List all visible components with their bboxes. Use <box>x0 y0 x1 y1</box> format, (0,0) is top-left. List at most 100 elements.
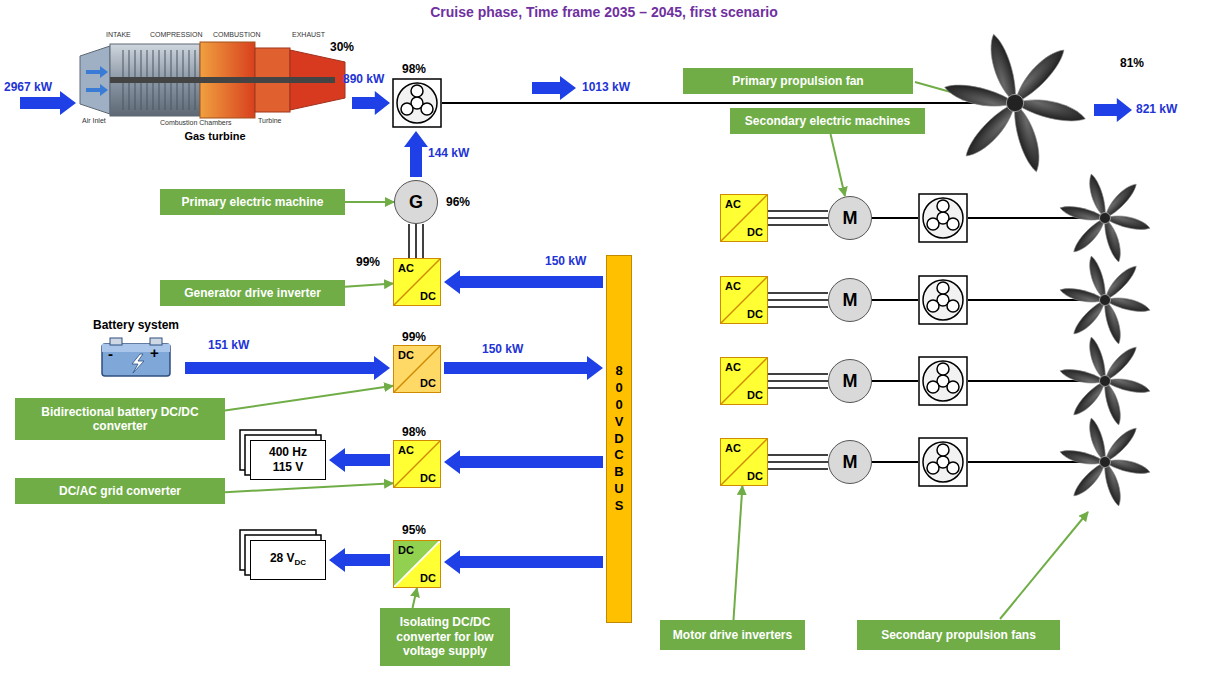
callout-box: Secondary propulsion fans <box>857 620 1060 650</box>
port-label: DC <box>420 472 436 484</box>
fan <box>1059 336 1152 427</box>
power-arrow <box>532 76 576 100</box>
battery-bolt <box>132 354 144 373</box>
fan <box>1059 173 1152 264</box>
machine-letter: M <box>843 452 858 473</box>
leader-arrow <box>831 134 845 196</box>
node-text: Bidirectional battery DC/DC converter <box>22 405 218 434</box>
power-value: 1013 kW <box>582 80 630 94</box>
power-value: 821 kW <box>1136 102 1177 116</box>
three-phase-wire <box>768 217 828 219</box>
leader-arrow <box>225 386 393 411</box>
diagonal-line <box>394 346 440 392</box>
port-label: DC <box>420 290 436 302</box>
power-arrow <box>444 356 603 380</box>
three-phase-wire <box>768 373 828 375</box>
load-box: 28 VDC <box>250 540 326 580</box>
converter-box: AC DC <box>720 357 768 405</box>
callout-box: DC/AC grid converter <box>15 478 225 504</box>
connector <box>409 224 423 258</box>
port-label: AC <box>725 442 741 454</box>
port-label: AC <box>725 361 741 373</box>
diagonal-line <box>721 195 767 241</box>
machine-letter: M <box>843 208 858 229</box>
terminal-sign: - <box>108 345 113 362</box>
callout-box: Isolating DC/DC converter for low voltag… <box>380 608 510 666</box>
diagram-title: Cruise phase, Time frame 2035 – 2045, fi… <box>0 4 1208 20</box>
connector <box>768 374 828 388</box>
diagonal-line <box>721 358 767 404</box>
battery-label: Battery system <box>90 318 182 332</box>
electric-machine: M <box>828 440 872 484</box>
edge-label: 150 kW <box>482 342 523 356</box>
port-label: DC <box>747 389 763 401</box>
three-phase-wire <box>768 299 828 301</box>
part-label: INTAKE <box>106 31 131 38</box>
diagonal-line <box>394 541 440 587</box>
port-label: DC <box>747 226 763 238</box>
port-label: DC <box>747 470 763 482</box>
efficiency-value: 99% <box>356 255 380 269</box>
connector <box>185 356 390 380</box>
part-label: Turbine <box>258 117 281 124</box>
three-phase-wire <box>768 387 828 389</box>
battery: Battery system <box>90 318 182 382</box>
three-phase-wire <box>768 292 828 294</box>
battery-terminal <box>110 338 122 345</box>
battery-body <box>102 344 170 376</box>
efficiency-value: 95% <box>402 523 426 537</box>
load-text: 400 Hz 115 V <box>269 445 307 474</box>
terminal-sign: + <box>150 344 159 361</box>
node-text: Motor drive inverters <box>673 628 792 642</box>
node-text: Secondary electric machines <box>745 114 910 128</box>
connector <box>768 455 828 469</box>
converter-box: AC DC <box>393 440 441 488</box>
port-label: AC <box>398 444 414 456</box>
electric-machine: G <box>394 180 438 224</box>
power-flow-arrows <box>20 76 1132 177</box>
subscript: DC <box>295 559 307 568</box>
converter-box: AC DC <box>393 258 441 306</box>
port-label: AC <box>398 262 414 274</box>
callout-box: Bidirectional battery DC/DC converter <box>15 398 225 440</box>
bus-label: 800V DC BUS <box>613 363 626 515</box>
diagonal-line <box>394 441 440 487</box>
power-arrow <box>329 548 390 572</box>
power-arrow <box>329 448 390 472</box>
connector <box>444 450 603 474</box>
fan-hub <box>1006 94 1023 111</box>
port-label: DC <box>747 308 763 320</box>
three-phase-wire <box>768 468 828 470</box>
electric-machine: M <box>828 278 872 322</box>
connector <box>768 293 828 307</box>
power-arrow <box>444 550 603 574</box>
callout-box: Primary propulsion fan <box>683 68 913 94</box>
fan <box>943 32 1088 174</box>
fan-hub <box>1099 212 1110 223</box>
power-arrow <box>404 131 428 177</box>
leader-arrows <box>915 82 1088 619</box>
dc-bus: 800V DC BUS <box>606 255 632 623</box>
propulsion-fans <box>943 32 1152 507</box>
connector <box>225 483 393 492</box>
node-text: Generator drive inverter <box>184 286 321 300</box>
callout-box: Motor drive inverters <box>660 620 805 650</box>
port-label: DC <box>398 544 414 556</box>
node-text: Primary propulsion fan <box>732 74 863 88</box>
converter-box: AC DC <box>720 438 768 486</box>
three-phase-wire <box>768 306 828 308</box>
converter-box: DCDC <box>393 540 441 588</box>
three-phase-wire <box>768 224 828 226</box>
connector <box>329 448 390 472</box>
leader-arrow <box>345 201 394 203</box>
load-box: 400 Hz 115 V <box>250 440 326 480</box>
connector <box>768 211 828 225</box>
power-arrow <box>20 91 76 115</box>
leader-arrow <box>225 483 393 492</box>
power-value: 2967 kW <box>4 80 52 94</box>
fan-hub <box>1099 294 1110 305</box>
connector <box>329 548 390 572</box>
callout-box: Secondary electric machines <box>730 108 925 134</box>
gas-turbine-illustration <box>80 42 345 118</box>
